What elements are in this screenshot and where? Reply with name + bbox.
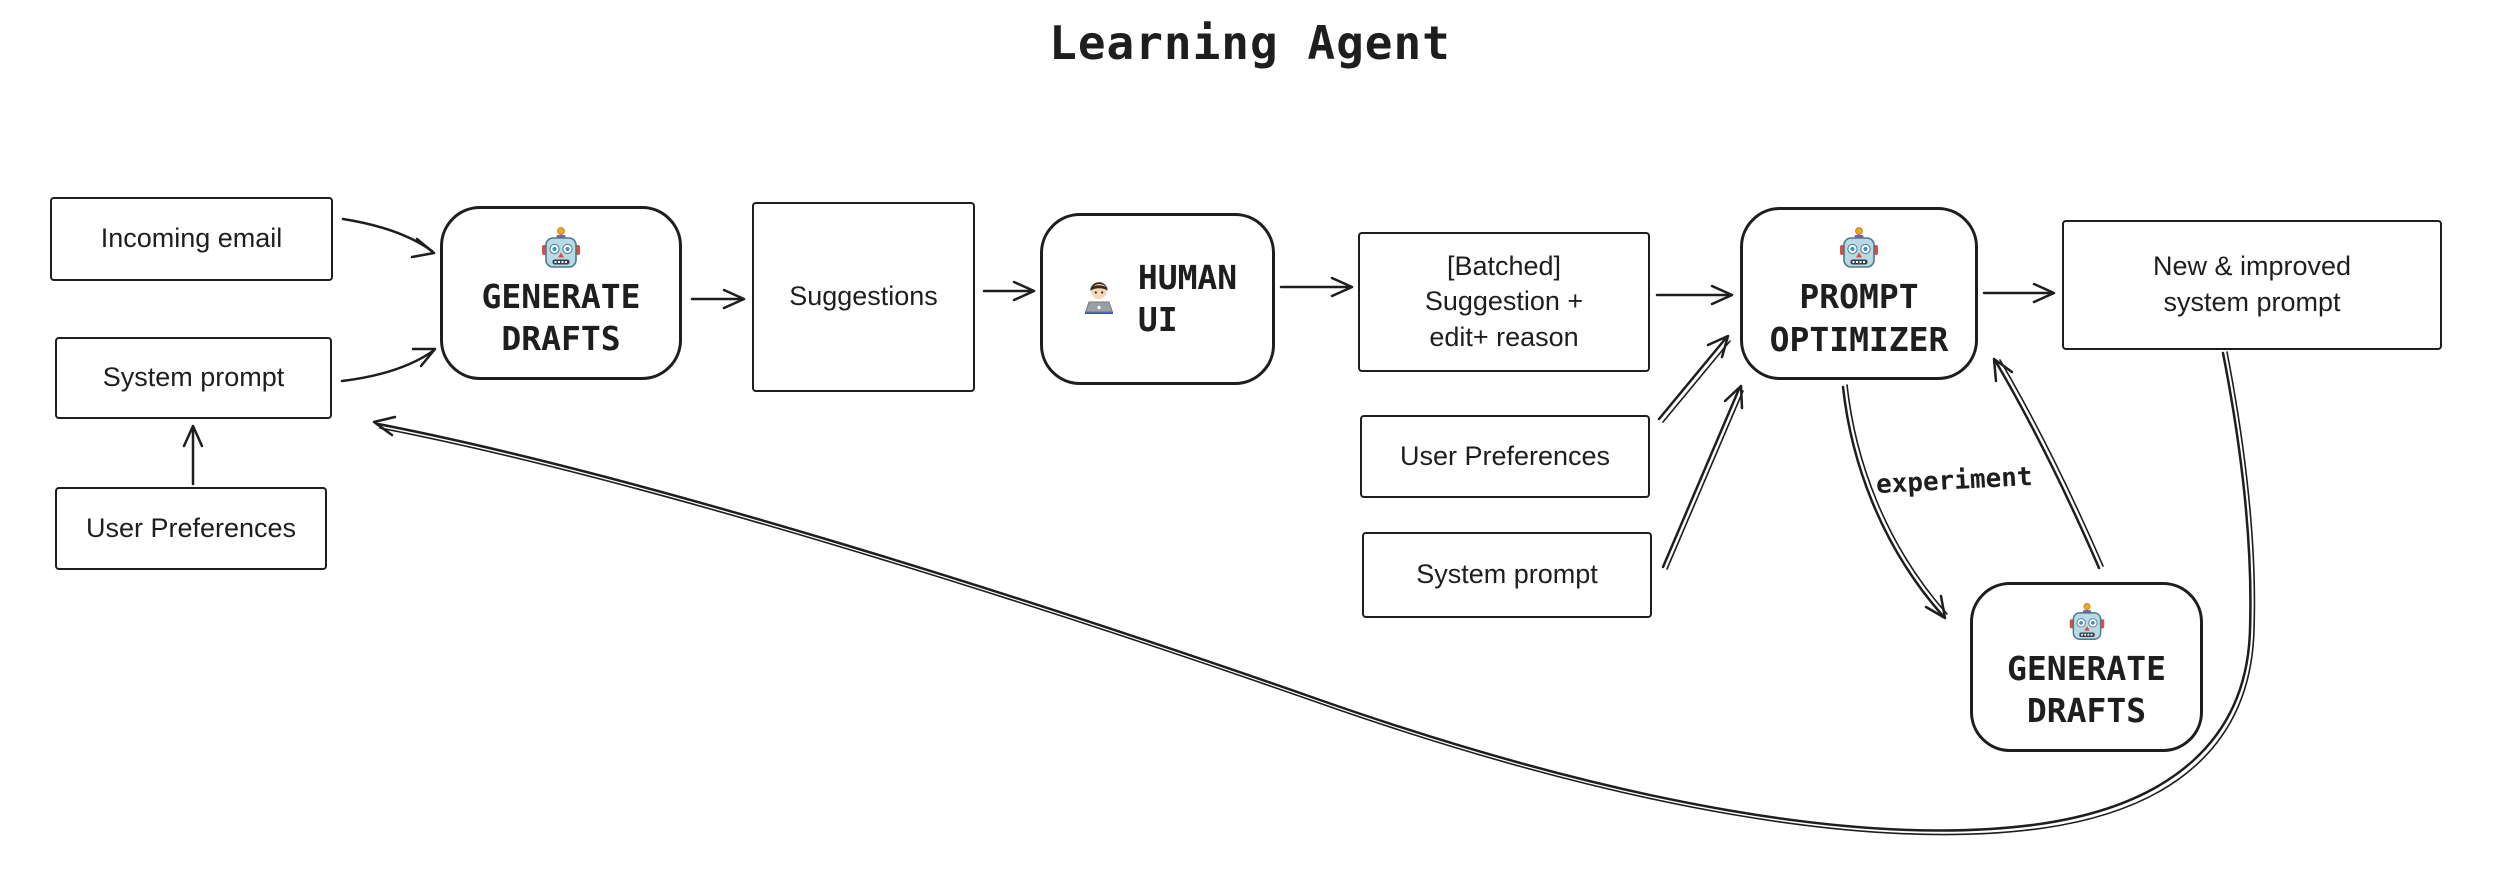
node-generate-drafts-1: GENERATE DRAFTS xyxy=(440,206,682,380)
node-label: GENERATE DRAFTS xyxy=(2007,648,2166,730)
node-batched-suggestion: [Batched] Suggestion + edit+ reason xyxy=(1358,232,1650,372)
arrow-optimizer-to-generate2 xyxy=(1841,384,1948,620)
robot-icon xyxy=(542,226,580,268)
node-label: System prompt xyxy=(1416,559,1598,590)
node-label: Suggestions xyxy=(789,281,938,312)
node-label: User Preferences xyxy=(1399,440,1611,471)
node-label: HUMAN UI xyxy=(1137,257,1238,339)
arrow-userpref-to-systemprompt xyxy=(182,424,204,486)
arrow-optimizer-to-newprompt xyxy=(1982,282,2056,304)
node-new-improved-prompt: New & improved system prompt xyxy=(2062,220,2442,350)
node-label: GENERATE DRAFTS xyxy=(481,276,641,358)
experiment-label: experiment xyxy=(1875,461,2034,501)
node-human-ui: HUMAN UI xyxy=(1040,213,1275,385)
node-label: System prompt xyxy=(102,362,285,393)
arrow-humanui-to-batched xyxy=(1279,276,1354,298)
node-label: New & improved system prompt xyxy=(2152,251,2352,317)
robot-icon xyxy=(2069,602,2104,640)
node-system-prompt-mid: System prompt xyxy=(1362,532,1652,618)
arrow-generate1-to-suggestions xyxy=(690,288,746,310)
node-suggestions: Suggestions xyxy=(752,202,975,392)
page-title: Learning Agent xyxy=(1049,16,1451,70)
node-user-preferences-left: User Preferences xyxy=(55,487,327,570)
arrow-batched-to-optimizer xyxy=(1655,284,1734,306)
node-incoming-email: Incoming email xyxy=(50,197,333,281)
arrow-incoming-to-generate1 xyxy=(341,217,436,259)
node-user-preferences-mid: User Preferences xyxy=(1360,415,1650,498)
node-generate-drafts-2: GENERATE DRAFTS xyxy=(1970,582,2203,752)
node-prompt-optimizer: PROMPT OPTIMIZER xyxy=(1740,207,1978,380)
arrow-systemmid-to-optimizer xyxy=(1661,384,1744,570)
robot-icon xyxy=(1840,227,1878,269)
node-label: Incoming email xyxy=(100,223,283,254)
technologist-icon xyxy=(1084,282,1113,314)
node-label: PROMPT OPTIMIZER xyxy=(1769,277,1949,359)
node-label: User Preferences xyxy=(85,512,297,543)
arrow-newprompt-to-systemprompt-loop xyxy=(372,351,2256,836)
node-label: [Batched] Suggestion + edit+ reason xyxy=(1424,250,1584,352)
node-system-prompt-left: System prompt xyxy=(55,337,332,419)
arrow-systemprompt-to-generate1 xyxy=(340,347,437,383)
arrow-userprefmid-to-optimizer xyxy=(1657,334,1731,423)
arrow-suggestions-to-humanui xyxy=(982,280,1036,302)
